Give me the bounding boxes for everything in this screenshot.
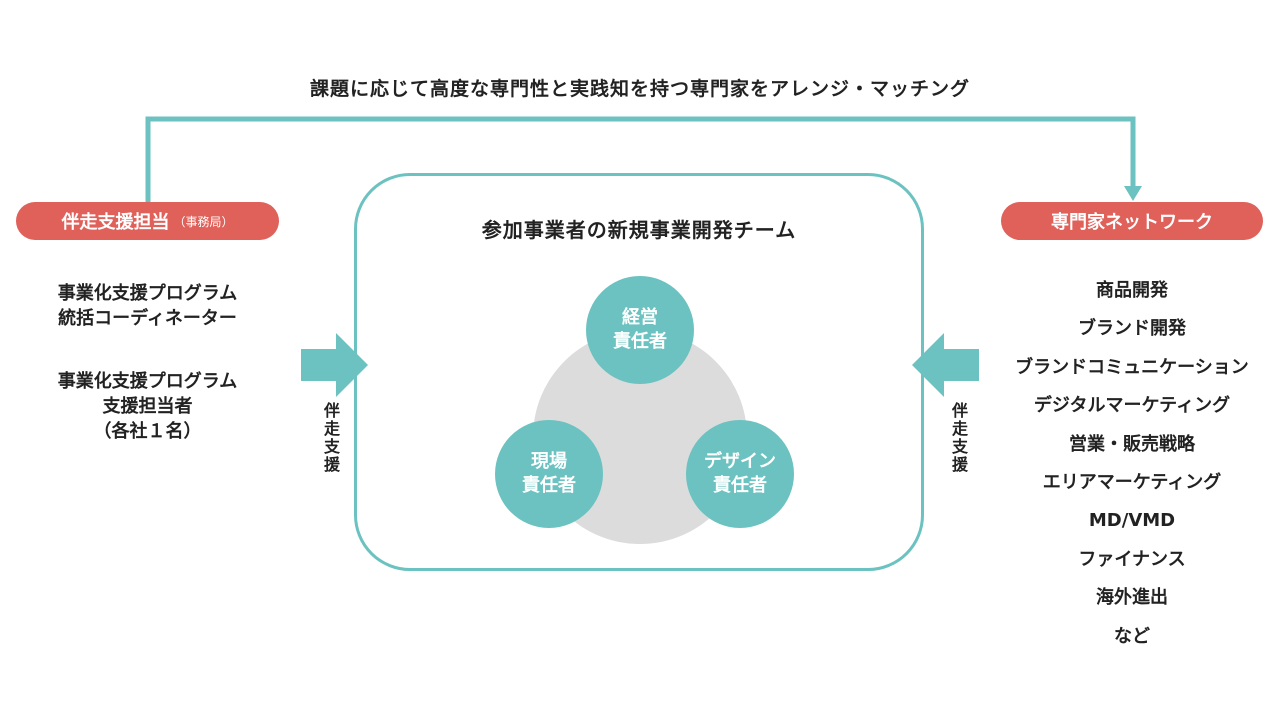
design-lead-line2: 責任者 xyxy=(713,475,767,496)
support-team-sublabel: （事務局） xyxy=(173,214,234,229)
management-lead-line1: 経営 xyxy=(622,307,658,328)
coordinator-role: 事業化支援プログラム 統括コーディネーター xyxy=(20,281,275,331)
team-title: 参加事業者の新規事業開発チーム xyxy=(481,218,797,242)
expertise-item: ファイナンス xyxy=(1078,548,1186,570)
expertise-list: 商品開発 ブランド開発 ブランドコミュニケーション デジタルマーケティング 営業… xyxy=(992,272,1272,656)
expertise-item: MD/VMD xyxy=(1088,510,1176,532)
field-lead-circle: 現場 責任者 xyxy=(495,420,603,528)
matching-caption: 課題に応じて高度な専門性と実践知を持つ専門家をアレンジ・マッチング xyxy=(309,78,970,100)
support-staff-role: 事業化支援プログラム 支援担当者 （各社１名） xyxy=(20,369,275,444)
expert-network-pill: 専門家ネットワーク xyxy=(1001,202,1263,240)
support-staff-line3: （各社１名） xyxy=(93,421,202,442)
down-arrow-icon xyxy=(1124,186,1142,201)
support-label-right: 伴走支援 xyxy=(949,402,968,474)
team-box xyxy=(354,173,924,571)
field-lead-line1: 現場 xyxy=(531,451,567,472)
expertise-item: 営業・販売戦略 xyxy=(1069,433,1195,455)
left-arrow-icon xyxy=(912,333,979,397)
expertise-item: エリアマーケティング xyxy=(1042,471,1222,493)
expertise-item: など xyxy=(1114,625,1150,647)
management-lead-circle: 経営 責任者 xyxy=(586,276,694,384)
design-lead-circle: デザイン 責任者 xyxy=(686,420,794,528)
right-arrow-icon xyxy=(301,333,368,397)
expertise-item: ブランド開発 xyxy=(1078,318,1186,340)
design-lead-line1: デザイン xyxy=(704,451,776,472)
management-lead-line2: 責任者 xyxy=(613,331,667,352)
coordinator-line2: 統括コーディネーター xyxy=(58,308,237,329)
support-staff-line2: 支援担当者 xyxy=(102,396,193,417)
support-staff-line1: 事業化支援プログラム xyxy=(57,371,238,392)
expert-network-label: 専門家ネットワーク xyxy=(1051,212,1213,233)
support-team-pill: 伴走支援担当 （事務局） xyxy=(16,202,279,240)
expertise-item: デジタルマーケティング xyxy=(1033,395,1231,417)
coordinator-line1: 事業化支援プログラム xyxy=(57,283,238,304)
field-lead-line2: 責任者 xyxy=(522,475,576,496)
expertise-item: 海外進出 xyxy=(1096,587,1168,609)
support-label-left: 伴走支援 xyxy=(321,402,340,474)
expertise-item: 商品開発 xyxy=(1096,280,1168,301)
expertise-item: ブランドコミュニケーション xyxy=(1015,356,1249,378)
support-team-label: 伴走支援担当 xyxy=(61,212,170,233)
